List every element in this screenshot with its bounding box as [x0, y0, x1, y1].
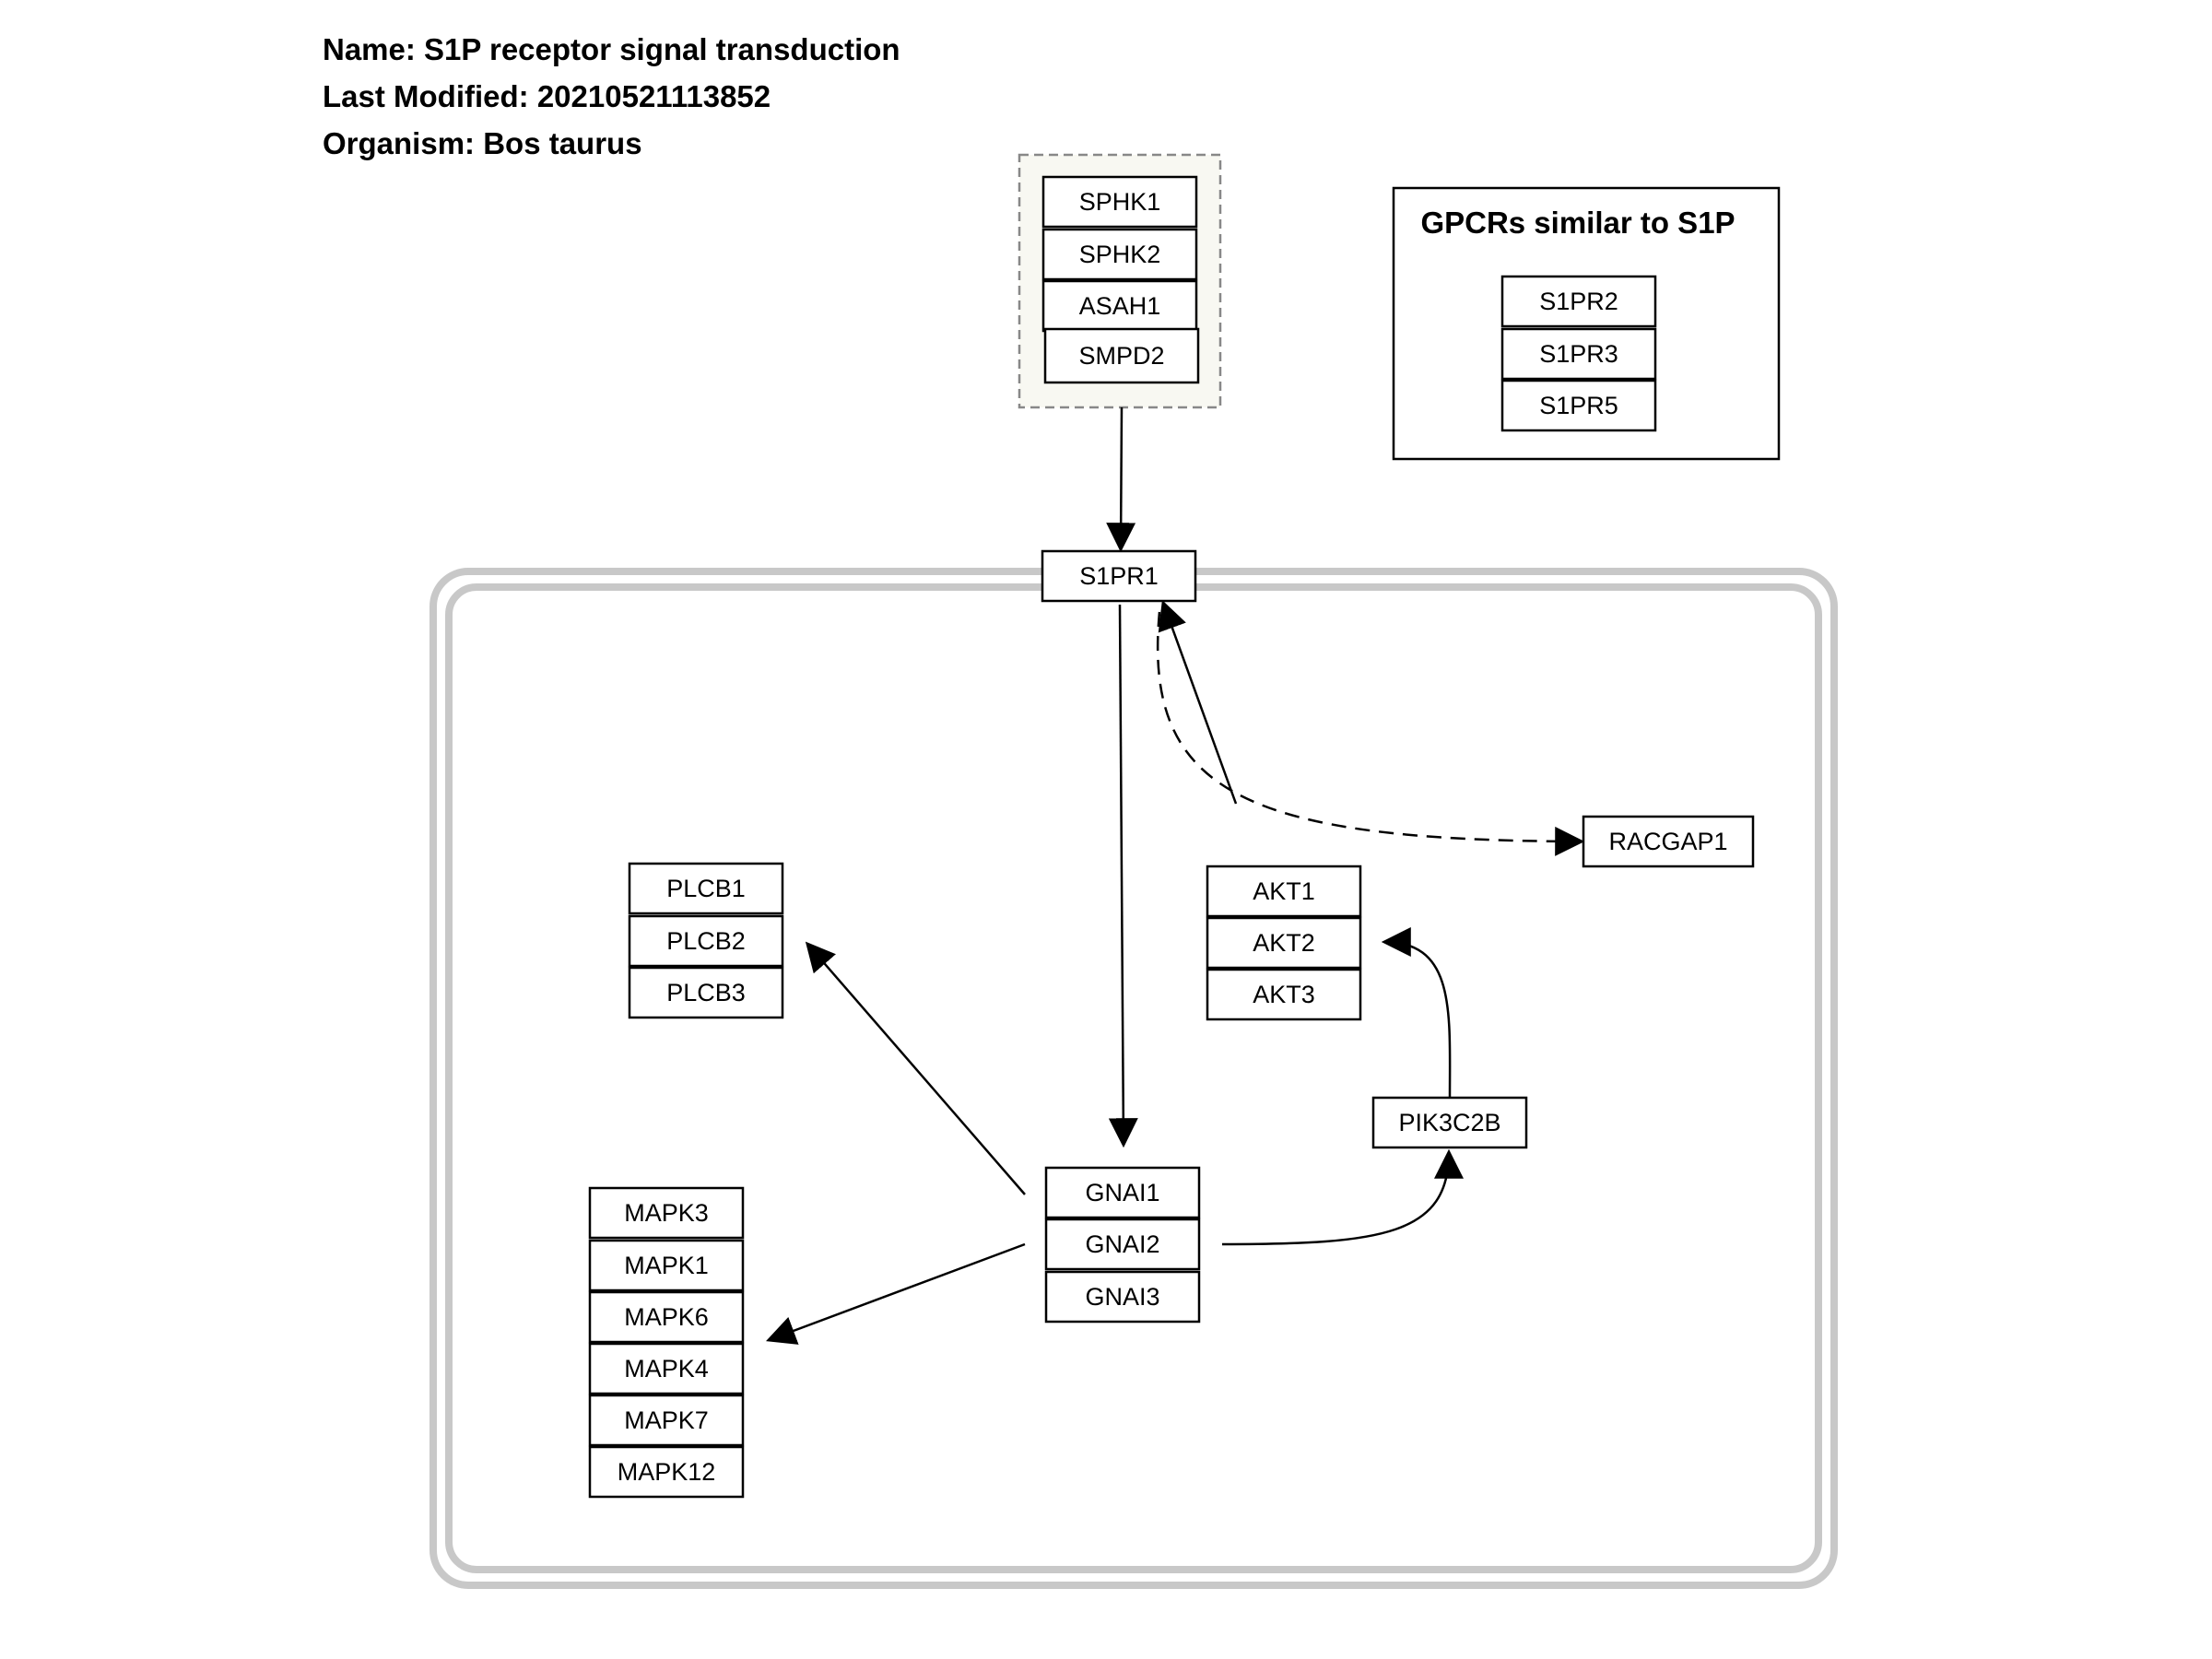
gene-node-gnai3: [1044, 1270, 1201, 1324]
edge-pik3c2b-to-akt: [1381, 927, 1452, 1100]
gene-node-plcb1: [628, 862, 784, 915]
gene-node-mapk6: [588, 1290, 745, 1344]
last-modified: Last Modified: 20210521113852: [323, 79, 771, 113]
label-mapk7: MAPK7: [624, 1406, 709, 1434]
label-asah1: ASAH1: [1079, 292, 1161, 320]
gene-node-s1pr1: [1041, 549, 1197, 603]
label-s1pr1: S1PR1: [1079, 562, 1159, 590]
edge-gnai-to-mapk: [766, 1242, 1026, 1345]
label-s1pr5: S1PR5: [1539, 392, 1618, 419]
label-akt3: AKT3: [1253, 981, 1315, 1008]
gene-node-smpd2: [1043, 327, 1200, 384]
node-labels: SPHK1 SPHK2 ASAH1 SMPD2 S1PR2 S1PR3 S1PR…: [618, 188, 1728, 1486]
gene-node-plcb3: [628, 966, 784, 1019]
pathway-name: Name: S1P receptor signal transduction: [323, 32, 900, 66]
gene-node-plcb2: [628, 914, 784, 968]
edge-gnai-to-plcb: [805, 941, 1026, 1195]
gene-node-gnai2: [1044, 1218, 1201, 1271]
gene-node-sphk1: [1041, 175, 1198, 229]
gene-node-s1pr2: [1500, 275, 1657, 328]
label-mapk12: MAPK12: [618, 1458, 716, 1486]
label-gnai1: GNAI1: [1085, 1179, 1159, 1206]
label-sphk2: SPHK2: [1079, 241, 1161, 268]
gene-node-pik3c2b: [1371, 1096, 1528, 1149]
label-pik3c2b: PIK3C2B: [1398, 1109, 1500, 1136]
gene-node-mapk7: [588, 1394, 745, 1447]
organism: Organism: Bos taurus: [323, 126, 642, 160]
label-racgap1: RACGAP1: [1608, 828, 1727, 855]
gene-node-asah1: [1041, 279, 1198, 333]
gene-node-akt1: [1206, 865, 1362, 918]
label-mapk4: MAPK4: [624, 1355, 709, 1382]
edge-s1pr1-to-gnai: [1108, 604, 1138, 1148]
pathway-header: Name: S1P receptor signal transduction L…: [323, 26, 900, 167]
gene-node-racgap1: [1582, 815, 1755, 868]
gene-node-mapk12: [588, 1445, 745, 1499]
gene-node-mapk4: [588, 1342, 745, 1395]
edge-sphk-to-s1pr1: [1106, 406, 1136, 553]
label-plcb3: PLCB3: [666, 979, 746, 1006]
label-s1pr2: S1PR2: [1539, 288, 1618, 315]
label-mapk3: MAPK3: [624, 1199, 709, 1227]
label-mapk1: MAPK1: [624, 1252, 709, 1279]
label-gnai2: GNAI2: [1085, 1230, 1159, 1258]
label-plcb1: PLCB1: [666, 875, 746, 902]
edges: [766, 406, 1585, 1345]
edge-akt-to-s1pr1: [1158, 599, 1238, 805]
label-sphk1: SPHK1: [1079, 188, 1161, 216]
label-plcb2: PLCB2: [666, 927, 746, 955]
label-s1pr3: S1PR3: [1539, 340, 1618, 368]
label-mapk6: MAPK6: [624, 1303, 709, 1331]
gene-node-s1pr5: [1500, 379, 1657, 432]
legend-title: GPCRs similar to S1P: [1420, 206, 1735, 240]
edge-s1pr1-to-racgap1: [1156, 611, 1585, 856]
gene-node-sphk2: [1041, 228, 1198, 281]
label-akt1: AKT1: [1253, 877, 1315, 905]
gene-node-s1pr3: [1500, 327, 1657, 381]
label-akt2: AKT2: [1253, 929, 1315, 957]
gene-node-mapk1: [588, 1239, 745, 1292]
gene-node-mapk3: [588, 1186, 745, 1240]
gene-node-akt3: [1206, 968, 1362, 1021]
label-gnai3: GNAI3: [1085, 1283, 1159, 1311]
nodes: [588, 175, 1755, 1499]
gene-node-gnai1: [1044, 1166, 1201, 1219]
gene-node-akt2: [1206, 916, 1362, 970]
edge-gnai-to-pik3c2b: [1221, 1148, 1464, 1246]
label-smpd2: SMPD2: [1078, 342, 1164, 370]
